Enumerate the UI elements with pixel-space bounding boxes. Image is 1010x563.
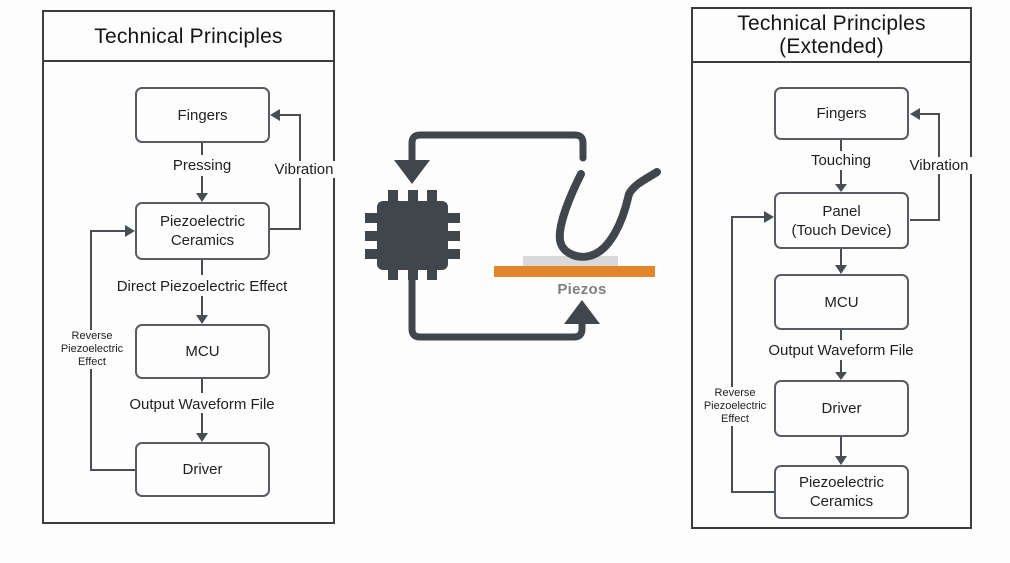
- node-label-line2: Ceramics: [170, 232, 235, 249]
- haptic-feedback-illustration: [350, 105, 670, 350]
- flow-node-driver: Driver: [774, 380, 909, 437]
- flow-node-fingers: Fingers: [774, 87, 909, 140]
- edge-label-output-waveform-file: Output Waveform File: [768, 342, 914, 359]
- edge-label-vibration: Vibration: [906, 157, 972, 174]
- signal-wire-bottom: [408, 268, 586, 341]
- edge-label-reverse-piezoelectric-effect: Reverse Piezoelectric Effect: [699, 387, 771, 426]
- node-label: MCU: [185, 343, 220, 360]
- right-panel-title-line1: Technical Principles: [737, 12, 926, 35]
- flow-node-piezoelectric-ceramics: Piezoelectric Ceramics: [135, 202, 270, 260]
- right-panel-title-line2: (Extended): [779, 35, 884, 58]
- node-label: Piezoelectric: [159, 213, 246, 230]
- arrow-down-to-chip: [394, 160, 430, 184]
- right-panel-title-bar: Technical Principles (Extended): [693, 9, 970, 63]
- edge-label-pressing: Pressing: [172, 157, 232, 174]
- flow-node-mcu: MCU: [774, 274, 909, 330]
- piezo-bar: [494, 266, 655, 277]
- left-panel-title-bar: Technical Principles: [44, 12, 333, 62]
- node-label: Fingers: [816, 105, 867, 122]
- edge-label-touching: Touching: [810, 152, 872, 169]
- piezos-label: Piezos: [557, 281, 607, 298]
- node-label: MCU: [824, 293, 859, 311]
- flow-node-driver: Driver: [135, 442, 270, 497]
- edge-label-vibration: Vibration: [270, 161, 338, 178]
- node-label: Driver: [821, 400, 862, 417]
- finger-touch-icon: [555, 168, 661, 261]
- chip-icon: [365, 190, 460, 280]
- node-label: Driver: [182, 461, 223, 478]
- arrow-up-to-piezos: [564, 300, 600, 324]
- signal-wire-top: [408, 131, 587, 166]
- left-panel-title: Technical Principles: [94, 24, 283, 48]
- edge-label-reverse-piezoelectric-effect: Reverse Piezoelectric Effect: [56, 330, 128, 369]
- piezo-plate: [523, 256, 618, 267]
- node-label-line2: Ceramics: [809, 493, 874, 510]
- flow-node-panel-touch-device: Panel (Touch Device): [774, 192, 909, 249]
- flow-node-fingers: Fingers: [135, 87, 270, 143]
- panel-technical-principles-extended: Technical Principles (Extended): [691, 7, 972, 529]
- haptic-illustration-graphic: [365, 131, 661, 341]
- flow-node-piezoelectric-ceramics: Piezoelectric Ceramics: [774, 465, 909, 519]
- node-label: Panel: [822, 202, 861, 220]
- node-label-line2: (Touch Device): [791, 221, 892, 239]
- edge-label-direct-piezoelectric-effect: Direct Piezoelectric Effect: [116, 278, 288, 295]
- flow-node-mcu: MCU: [135, 324, 270, 379]
- panel-technical-principles: Technical Principles Fingers: [42, 10, 338, 524]
- node-label: Fingers: [177, 106, 228, 124]
- edge-label-output-waveform-file: Output Waveform File: [129, 396, 275, 413]
- node-label: Piezoelectric: [798, 474, 885, 491]
